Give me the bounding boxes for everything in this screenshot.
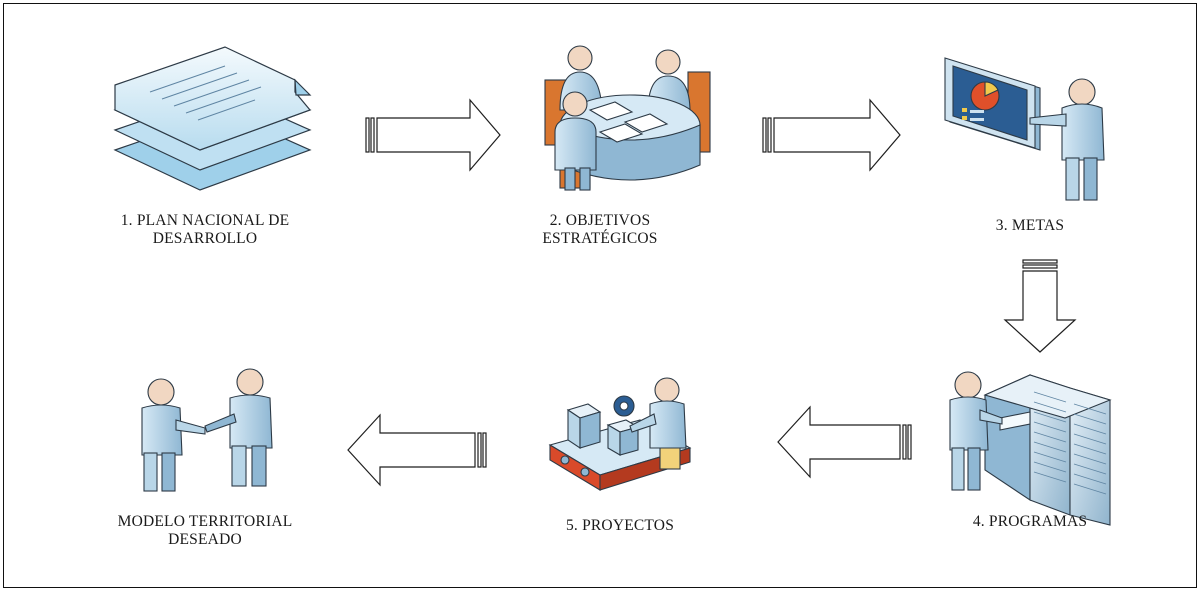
- meeting-table-icon: [544, 45, 711, 191]
- diagram-frame: [3, 3, 1197, 588]
- step-label-metas: 3. METAS: [995, 217, 1065, 234]
- handshake-icon: [141, 368, 273, 492]
- arrow-right-2: [762, 98, 901, 172]
- step-label-proyectos: 5. PROYECTOS: [565, 517, 675, 534]
- server-rack-icon: [949, 371, 1112, 526]
- assembly-line-icon: [548, 377, 692, 491]
- step-label-programas: 4. PROGRAMAS: [972, 513, 1088, 530]
- arrow-left-1: [777, 405, 912, 479]
- documents-stack-icon: [113, 46, 312, 191]
- arrow-right-1: [365, 98, 501, 172]
- arrow-down: [1003, 259, 1077, 353]
- arrow-left-2: [347, 413, 487, 487]
- presentation-board-icon: [944, 57, 1105, 201]
